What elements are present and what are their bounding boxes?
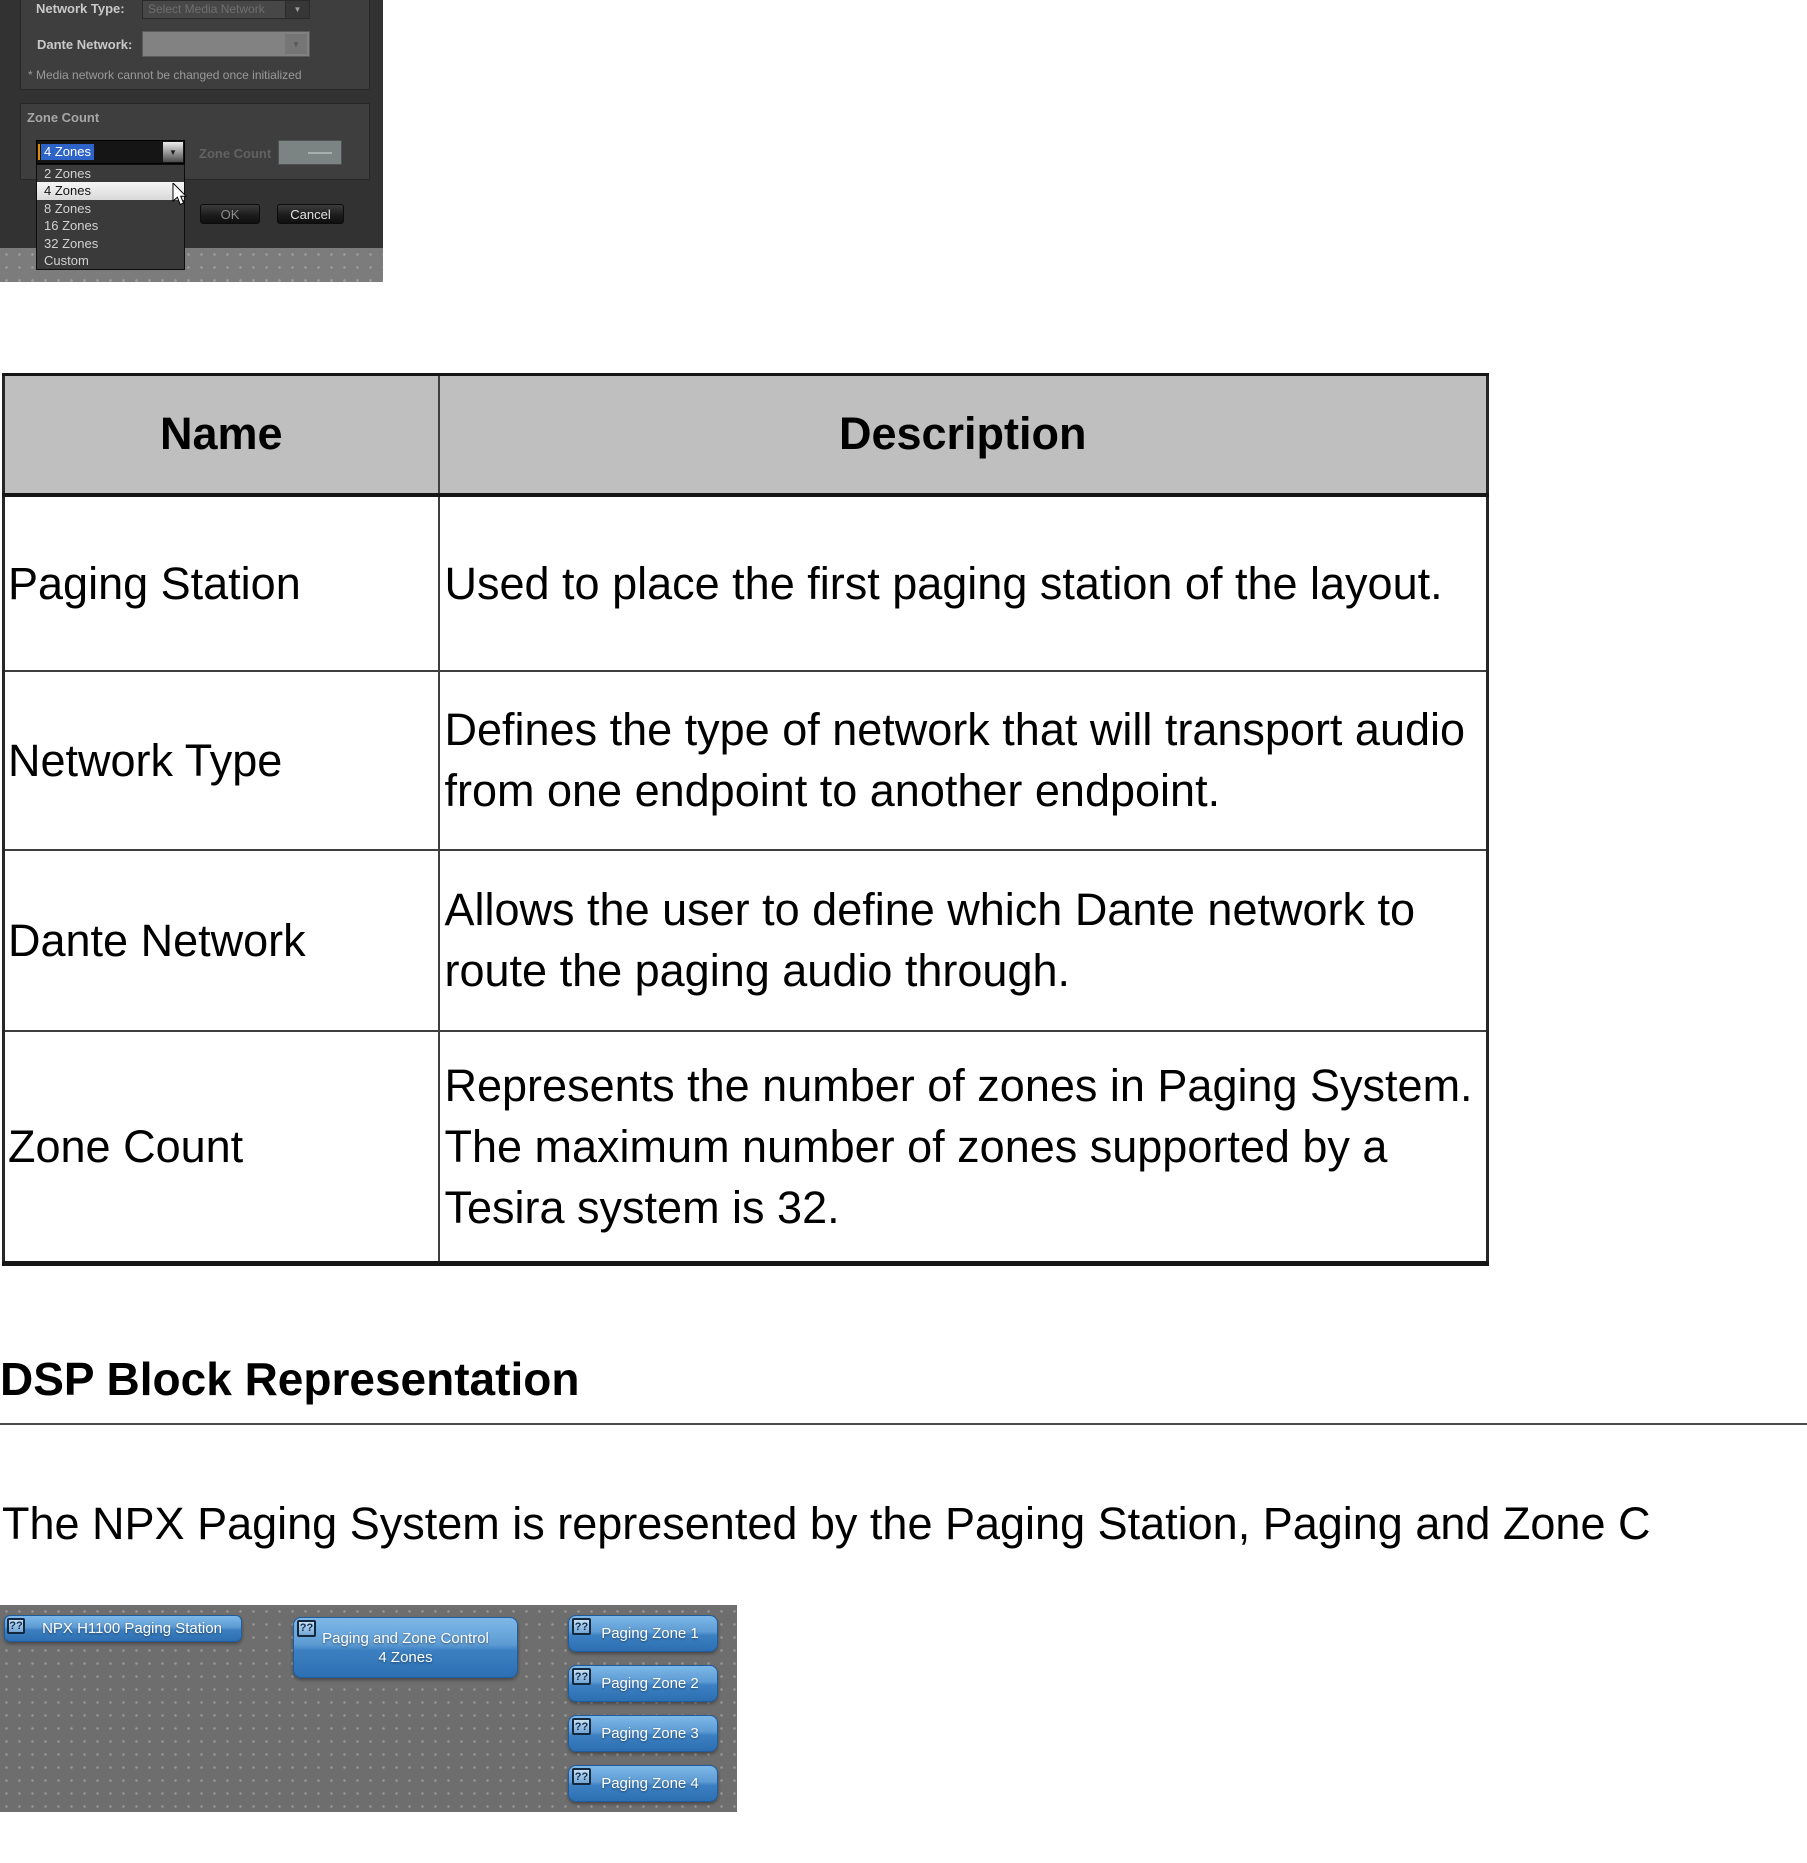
block-label: Paging Zone 1 [601, 1625, 699, 1642]
cancel-button[interactable]: Cancel [277, 204, 344, 224]
dante-network-select[interactable]: ▼ [142, 31, 310, 57]
chevron-down-icon[interactable]: ▼ [285, 34, 307, 54]
dsp-block-paging-zone-control[interactable]: ?? Paging and Zone Control 4 Zones [293, 1617, 518, 1678]
connector-dot [556, 1731, 561, 1736]
output-connector-nub[interactable] [713, 1628, 724, 1639]
network-type-label: Network Type: [36, 1, 125, 16]
block-label: Paging Zone 3 [601, 1725, 699, 1742]
connector-dot [725, 1781, 730, 1786]
dsp-block-paging-zone-2[interactable]: ?? Paging Zone 2 [556, 1665, 730, 1702]
dropdown-option[interactable]: 16 Zones [44, 218, 99, 234]
column-header-description: Description [437, 373, 1489, 497]
row-name: Zone Count [2, 1029, 440, 1266]
focus-caret [38, 144, 40, 160]
row-description: Allows the user to define which Dante ne… [437, 848, 1489, 1032]
row-name: Dante Network [2, 848, 440, 1032]
mouse-cursor-icon [172, 183, 188, 206]
dsp-block-paging-station[interactable]: ?? NPX H1100 Paging Station [4, 1615, 242, 1642]
table-row: Dante Network Allows the user to define … [2, 848, 1489, 1032]
block-id-badge: ?? [297, 1620, 316, 1637]
zone-count-dialog-screenshot: Network Type: Select Media Network ▼ Dan… [0, 0, 383, 282]
dropdown-option[interactable]: 2 Zones [44, 166, 91, 181]
table-row: Network Type Defines the type of network… [2, 669, 1489, 851]
dropdown-option-selected[interactable]: 4 Zones [37, 182, 184, 200]
chevron-down-icon[interactable]: ▼ [285, 1, 309, 18]
connector-dot [556, 1631, 561, 1636]
dsp-block-paging-zone-4[interactable]: ?? Paging Zone 4 [556, 1765, 730, 1802]
body-paragraph: The NPX Paging System is represented by … [2, 1498, 1651, 1549]
zone-count-combobox[interactable]: 4 Zones ▼ [36, 140, 185, 164]
table-row: Zone Count Represents the number of zone… [2, 1029, 1489, 1266]
chevron-down-icon[interactable]: ▼ [163, 142, 183, 162]
row-name: Paging Station [2, 493, 440, 672]
block-id-badge: ?? [572, 1718, 591, 1735]
output-connector-nub[interactable] [713, 1728, 724, 1739]
row-description: Defines the type of network that will tr… [437, 669, 1489, 851]
connector-dot [725, 1731, 730, 1736]
table-header-row: Name Description [2, 373, 1489, 497]
parameters-table: Name Description Paging Station Used to … [2, 373, 1489, 1266]
spinner-dash [308, 152, 332, 154]
block-label: Paging Zone 2 [601, 1675, 699, 1692]
block-id-badge: ?? [7, 1618, 25, 1634]
output-connector-nub[interactable] [713, 1678, 724, 1689]
dsp-block-paging-zone-3[interactable]: ?? Paging Zone 3 [556, 1715, 730, 1752]
connector-dot [725, 1631, 730, 1636]
zone-count-group-title: Zone Count [27, 110, 100, 125]
zone-count-disabled-label: Zone Count [199, 146, 272, 161]
connector-dot [556, 1681, 561, 1686]
dropdown-option[interactable]: 32 Zones [44, 235, 99, 251]
output-connector-nub[interactable] [713, 1778, 724, 1789]
column-header-name: Name [2, 373, 440, 497]
media-network-note: * Media network cannot be changed once i… [28, 68, 302, 82]
zone-count-combobox-value: 4 Zones [41, 144, 94, 160]
connector-dot [725, 1681, 730, 1686]
dsp-block-paging-zone-1[interactable]: ?? Paging Zone 1 [556, 1615, 730, 1652]
block-label: NPX H1100 Paging Station [42, 1620, 222, 1637]
dante-network-label: Dante Network: [37, 37, 133, 52]
network-type-select[interactable]: Select Media Network ▼ [142, 0, 310, 19]
block-id-badge: ?? [572, 1618, 591, 1635]
dropdown-option[interactable]: 8 Zones [44, 200, 91, 216]
zone-count-dropdown-list: 2 Zones 4 Zones 8 Zones 16 Zones 32 Zone… [36, 164, 185, 270]
row-name: Network Type [2, 669, 440, 851]
network-type-value: Select Media Network [148, 2, 265, 16]
dsp-layout-canvas-screenshot: ?? NPX H1100 Paging Station ?? Paging an… [0, 1605, 737, 1812]
dropdown-option[interactable]: Custom [44, 252, 89, 268]
row-description: Used to place the first paging station o… [437, 493, 1489, 672]
section-heading: DSP Block Representation [0, 1352, 1807, 1425]
block-id-badge: ?? [572, 1768, 591, 1785]
block-label-line1: Paging and Zone Control [322, 1629, 489, 1647]
connector-dot [556, 1781, 561, 1786]
ok-button[interactable]: OK [200, 204, 260, 224]
row-description: Represents the number of zones in Paging… [437, 1029, 1489, 1266]
block-id-badge: ?? [572, 1668, 591, 1685]
zone-count-spinner [278, 140, 342, 165]
block-label-line2: 4 Zones [378, 1648, 433, 1666]
table-row: Paging Station Used to place the first p… [2, 493, 1489, 672]
block-label: Paging Zone 4 [601, 1775, 699, 1792]
